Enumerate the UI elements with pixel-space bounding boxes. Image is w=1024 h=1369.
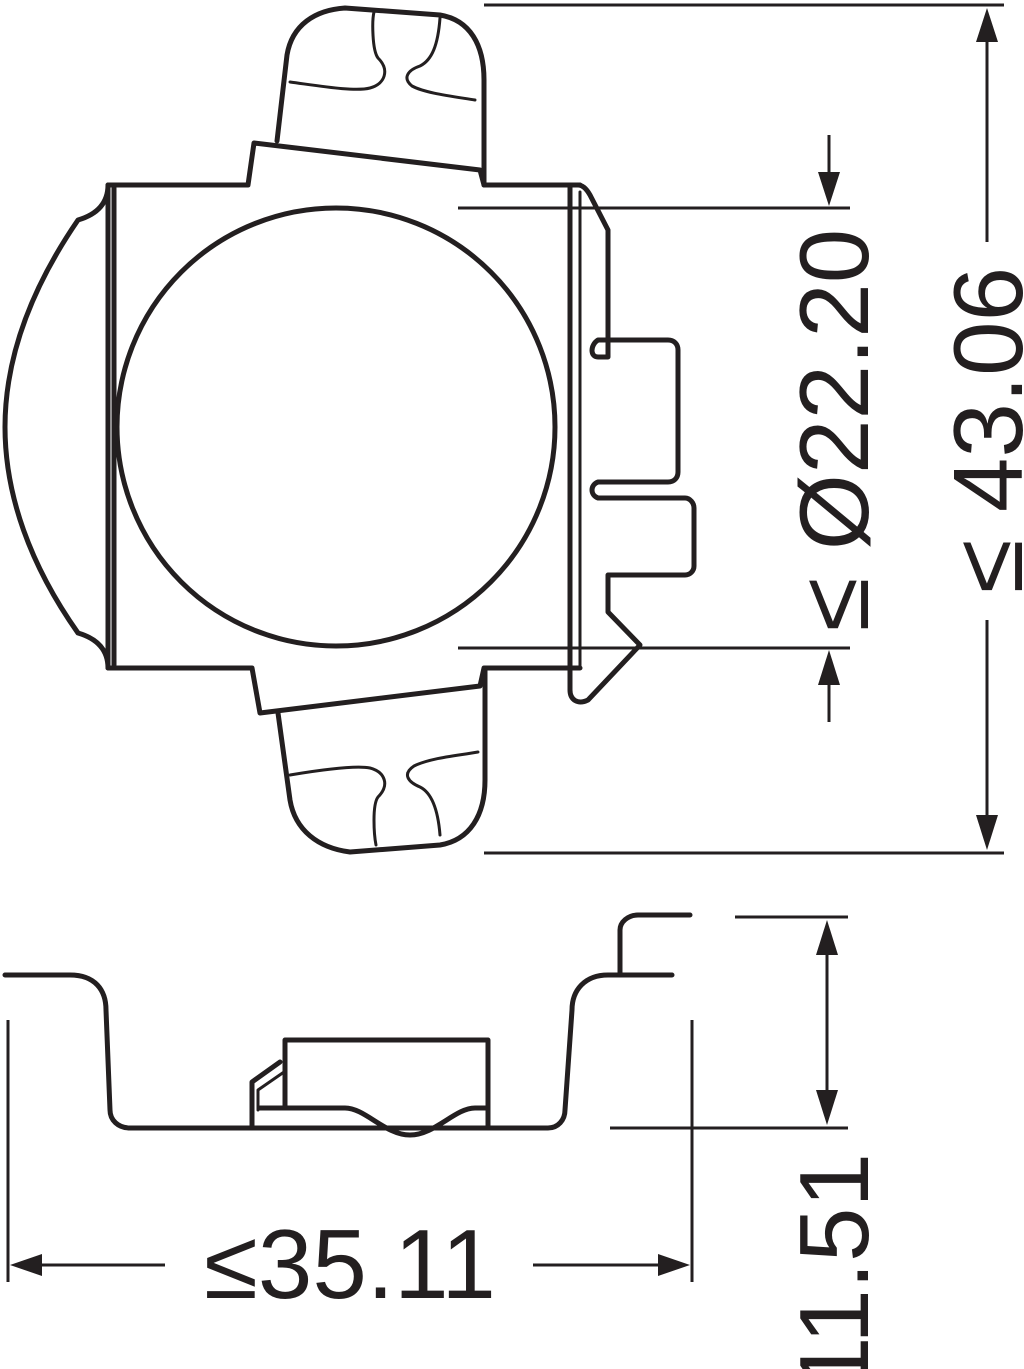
- dimension-lines: [6, 3, 1004, 1282]
- top-tab-clip: [288, 10, 477, 102]
- side-hook: [617, 912, 693, 978]
- width-arrow-left: [10, 1254, 42, 1276]
- height-arrow-top: [976, 8, 998, 42]
- socket-block: [249, 1037, 491, 1138]
- bottom-tab-clip: [288, 750, 480, 847]
- width-label: ≤35.11: [204, 1209, 496, 1319]
- depth-label: 11.51: [779, 1153, 889, 1369]
- bottom-tab: [275, 665, 488, 855]
- lens-dome: [2, 182, 111, 671]
- width-arrow-right: [658, 1254, 690, 1276]
- depth-arrow-top: [816, 920, 838, 955]
- side-view: [2, 912, 693, 1138]
- socket-seat: [256, 1070, 286, 1112]
- bulb-circle: [114, 205, 558, 649]
- base-body: [105, 140, 583, 716]
- depth-arrow-bottom: [816, 1090, 838, 1125]
- height-arrow-bottom: [976, 815, 998, 850]
- side-profile: [2, 972, 675, 1131]
- top-tab: [274, 5, 487, 188]
- side-bracket: [567, 182, 697, 705]
- diameter-label: ≤ Ø22.20: [779, 229, 889, 631]
- diameter-arrow-bottom: [818, 650, 840, 685]
- diameter-arrow-top: [818, 172, 840, 206]
- height-label: ≤ 43.06: [933, 267, 1024, 593]
- top-view: [2, 5, 697, 855]
